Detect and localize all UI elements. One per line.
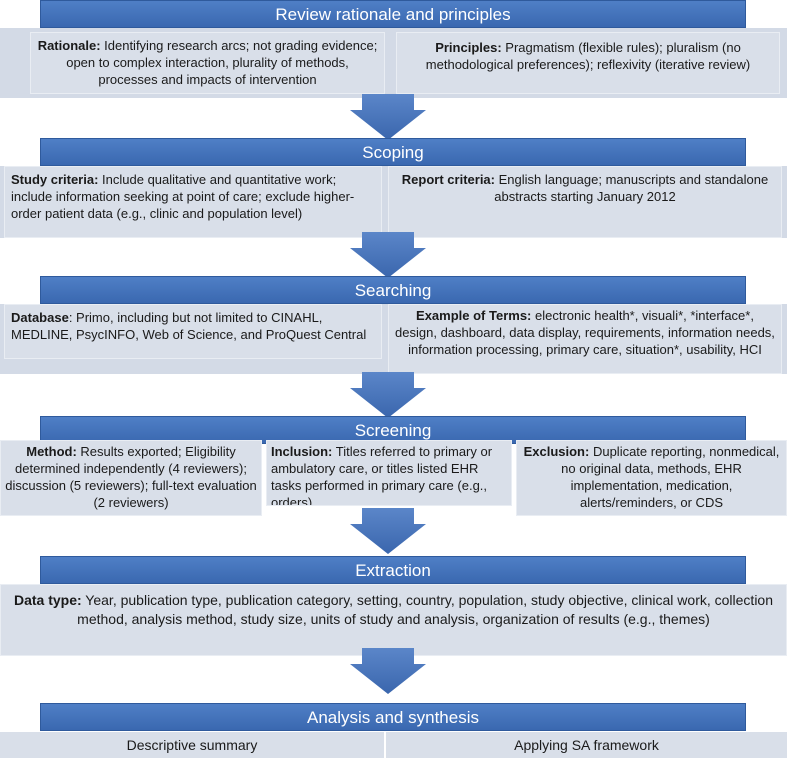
scoping-header: Scoping (40, 138, 746, 166)
searching-header: Searching (40, 276, 746, 304)
report-criteria-box: Report criteria: English language; manus… (388, 166, 782, 238)
rationale-box: Rationale: Identifying research arcs; no… (30, 32, 385, 94)
data-type-box: Data type: Year, publication type, publi… (0, 584, 787, 656)
descriptive-summary-cell: Descriptive summary (0, 732, 384, 758)
extraction-header: Extraction (40, 556, 746, 584)
analysis-header: Analysis and synthesis (40, 703, 746, 731)
method-box: Method: Results exported; Eligibility de… (0, 440, 262, 516)
terms-box: Example of Terms: electronic health*, vi… (388, 304, 782, 374)
review-header: Review rationale and principles (40, 0, 746, 28)
flow-arrow-3 (350, 372, 426, 418)
principles-box: Principles: Pragmatism (flexible rules);… (396, 32, 780, 94)
database-box: Database: Primo, including but not limit… (4, 304, 382, 359)
sa-framework-cell: Applying SA framework (386, 732, 787, 758)
exclusion-box: Exclusion: Duplicate reporting, nonmedic… (516, 440, 787, 516)
flow-arrow-4 (350, 508, 426, 554)
inclusion-box: Inclusion: Titles referred to primary or… (266, 440, 512, 506)
flow-arrow-1 (350, 94, 426, 140)
study-criteria-box: Study criteria: Include qualitative and … (4, 166, 382, 238)
flow-arrow-5 (350, 648, 426, 694)
flow-arrow-2 (350, 232, 426, 278)
